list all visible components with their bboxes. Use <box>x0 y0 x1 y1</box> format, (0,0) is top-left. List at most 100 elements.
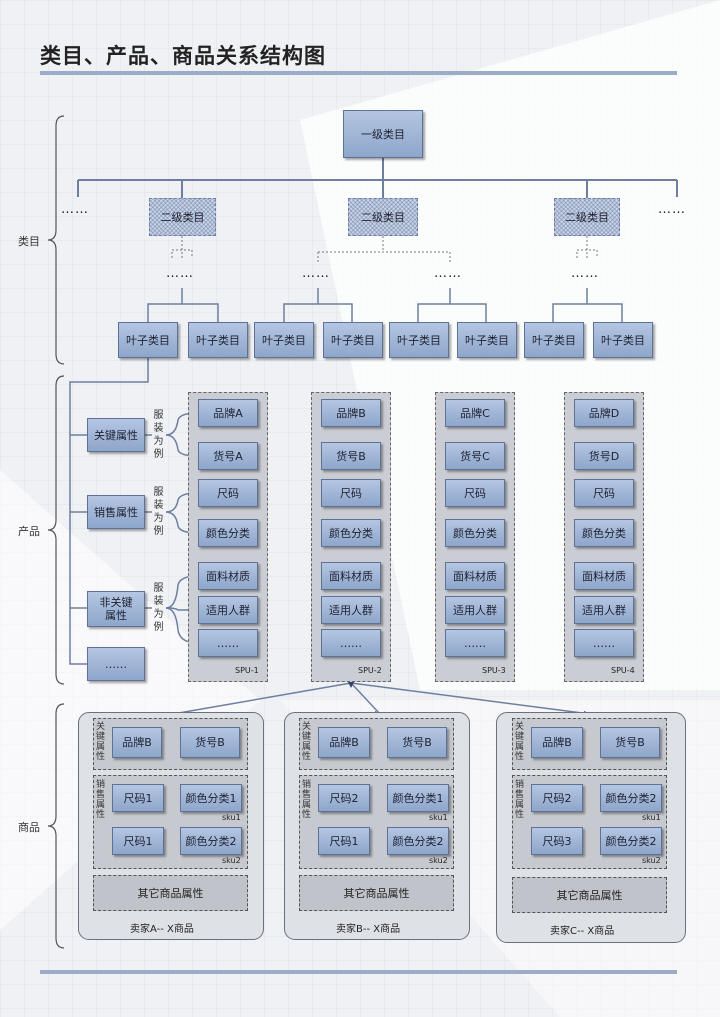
spu4-item-7: …… <box>574 629 634 657</box>
spu4-item-2: 货号D <box>574 442 634 470</box>
spu-2-label: SPU-2 <box>358 666 382 675</box>
seller-c-sku1-label: sku1 <box>642 813 661 822</box>
seller-a-sku2-color: 颜色分类2 <box>180 827 242 855</box>
spu1-item-5: 面料材质 <box>198 562 258 590</box>
seller-a-brand: 品牌B <box>112 727 162 758</box>
spu3-item-3: 尺码 <box>445 479 505 507</box>
spu4-item-5: 面料材质 <box>574 562 634 590</box>
key-attribute: 关键属性 <box>87 418 145 452</box>
spu2-item-4: 颜色分类 <box>321 519 381 547</box>
seller-b-sku2-size: 尺码1 <box>318 827 370 855</box>
ellipsis-level2-2a: …… <box>302 266 330 281</box>
spu1-item-3: 尺码 <box>198 479 258 507</box>
nonkey-attribute: 非关键属性 <box>87 591 145 627</box>
level2-category-3: 二级类目 <box>554 198 620 236</box>
spu1-item-1: 品牌A <box>198 399 258 427</box>
leaf-category-5: 叶子类目 <box>389 322 449 358</box>
ellipsis-level2-2b: …… <box>434 266 462 281</box>
seller-a-code: 货号B <box>180 727 240 758</box>
ellipsis-level2-3: …… <box>571 266 599 281</box>
spu4-item-6: 适用人群 <box>574 596 634 624</box>
page-title: 类目、产品、商品关系结构图 <box>40 44 326 68</box>
seller-a-other-attrs: 其它商品属性 <box>93 875 248 911</box>
seller-b-sku2-color: 颜色分类2 <box>387 827 449 855</box>
spu2-item-6: 适用人群 <box>321 596 381 624</box>
more-attribute: …… <box>87 647 145 681</box>
category-brace <box>47 115 65 365</box>
section-label-category: 类目 <box>18 235 40 248</box>
seller-b-brand: 品牌B <box>318 727 370 758</box>
leaf-category-7: 叶子类目 <box>524 322 584 358</box>
title-underline <box>40 71 677 75</box>
example-note-2: 服装为例 <box>153 487 164 537</box>
level2-category-2: 二级类目 <box>348 198 418 236</box>
seller-a-sku1-size: 尺码1 <box>112 784 164 812</box>
seller-b-name: 卖家B-- X商品 <box>336 924 401 935</box>
example-note-1: 服装为例 <box>153 410 164 460</box>
ellipsis-right: …… <box>658 202 686 217</box>
level2-category-1: 二级类目 <box>149 198 216 236</box>
spu-4-label: SPU-4 <box>611 666 635 675</box>
seller-c-key-label: 关键属性 <box>515 722 525 762</box>
leaf-category-8: 叶子类目 <box>593 322 653 358</box>
spu1-item-2: 货号A <box>198 442 258 470</box>
spu3-item-4: 颜色分类 <box>445 519 505 547</box>
seller-b-sku1-size: 尺码2 <box>318 784 370 812</box>
seller-c-code: 货号B <box>600 727 660 758</box>
spu-1-label: SPU-1 <box>235 666 259 675</box>
seller-a-sku2-size: 尺码1 <box>112 827 164 855</box>
seller-c-sku1-color: 颜色分类2 <box>600 784 662 812</box>
product-brace <box>47 375 65 685</box>
bottom-rule <box>40 970 677 974</box>
seller-c-sales-label: 销售属性 <box>515 780 525 820</box>
seller-c-brand: 品牌B <box>531 727 583 758</box>
seller-c-other-attrs: 其它商品属性 <box>512 877 667 913</box>
goods-brace <box>47 703 65 949</box>
spu1-item-7: …… <box>198 629 258 657</box>
spu3-item-7: …… <box>445 629 505 657</box>
seller-b-sku1-label: sku1 <box>429 813 448 822</box>
example-note-3: 服装为例 <box>153 583 164 633</box>
seller-c-sku2-size: 尺码3 <box>531 827 583 855</box>
ellipsis-level2-1: …… <box>166 266 194 281</box>
seller-b-sku1-color: 颜色分类1 <box>387 784 449 812</box>
spu2-item-3: 尺码 <box>321 479 381 507</box>
spu3-item-5: 面料材质 <box>445 562 505 590</box>
ellipsis-left: …… <box>61 202 89 217</box>
seller-b-sales-label: 销售属性 <box>302 780 312 820</box>
seller-a-name: 卖家A-- X商品 <box>130 924 194 935</box>
seller-a-sales-label: 销售属性 <box>96 780 106 820</box>
seller-b-other-attrs: 其它商品属性 <box>299 875 454 911</box>
spu-3-label: SPU-3 <box>482 666 506 675</box>
sales-attribute: 销售属性 <box>87 495 145 529</box>
seller-b-sku2-label: sku2 <box>429 856 448 865</box>
seller-b-key-label: 关键属性 <box>302 722 312 762</box>
leaf-category-2: 叶子类目 <box>188 322 248 358</box>
leaf-category-6: 叶子类目 <box>457 322 517 358</box>
seller-c-name: 卖家C-- X商品 <box>550 926 615 937</box>
leaf-category-1: 叶子类目 <box>118 322 178 358</box>
spu3-item-2: 货号C <box>445 442 505 470</box>
leaf-category-3: 叶子类目 <box>254 322 314 358</box>
spu4-item-1: 品牌D <box>574 399 634 427</box>
spu2-item-2: 货号B <box>321 442 381 470</box>
seller-b-code: 货号B <box>387 727 447 758</box>
seller-c-sku1-size: 尺码2 <box>531 784 583 812</box>
seller-a-sku1-label: sku1 <box>222 813 241 822</box>
seller-a-sku1-color: 颜色分类1 <box>180 784 242 812</box>
spu2-item-5: 面料材质 <box>321 562 381 590</box>
spu1-item-6: 适用人群 <box>198 596 258 624</box>
spu3-item-1: 品牌C <box>445 399 505 427</box>
section-label-goods: 商品 <box>18 821 40 834</box>
section-label-product: 产品 <box>18 525 40 538</box>
spu1-item-4: 颜色分类 <box>198 519 258 547</box>
seller-a-sku2-label: sku2 <box>222 856 241 865</box>
spu2-item-1: 品牌B <box>321 399 381 427</box>
leaf-category-4: 叶子类目 <box>323 322 383 358</box>
spu2-item-7: …… <box>321 629 381 657</box>
level1-category: 一级类目 <box>343 110 423 158</box>
seller-c-sku2-color: 颜色分类2 <box>600 827 662 855</box>
spu4-item-3: 尺码 <box>574 479 634 507</box>
spu4-item-4: 颜色分类 <box>574 519 634 547</box>
